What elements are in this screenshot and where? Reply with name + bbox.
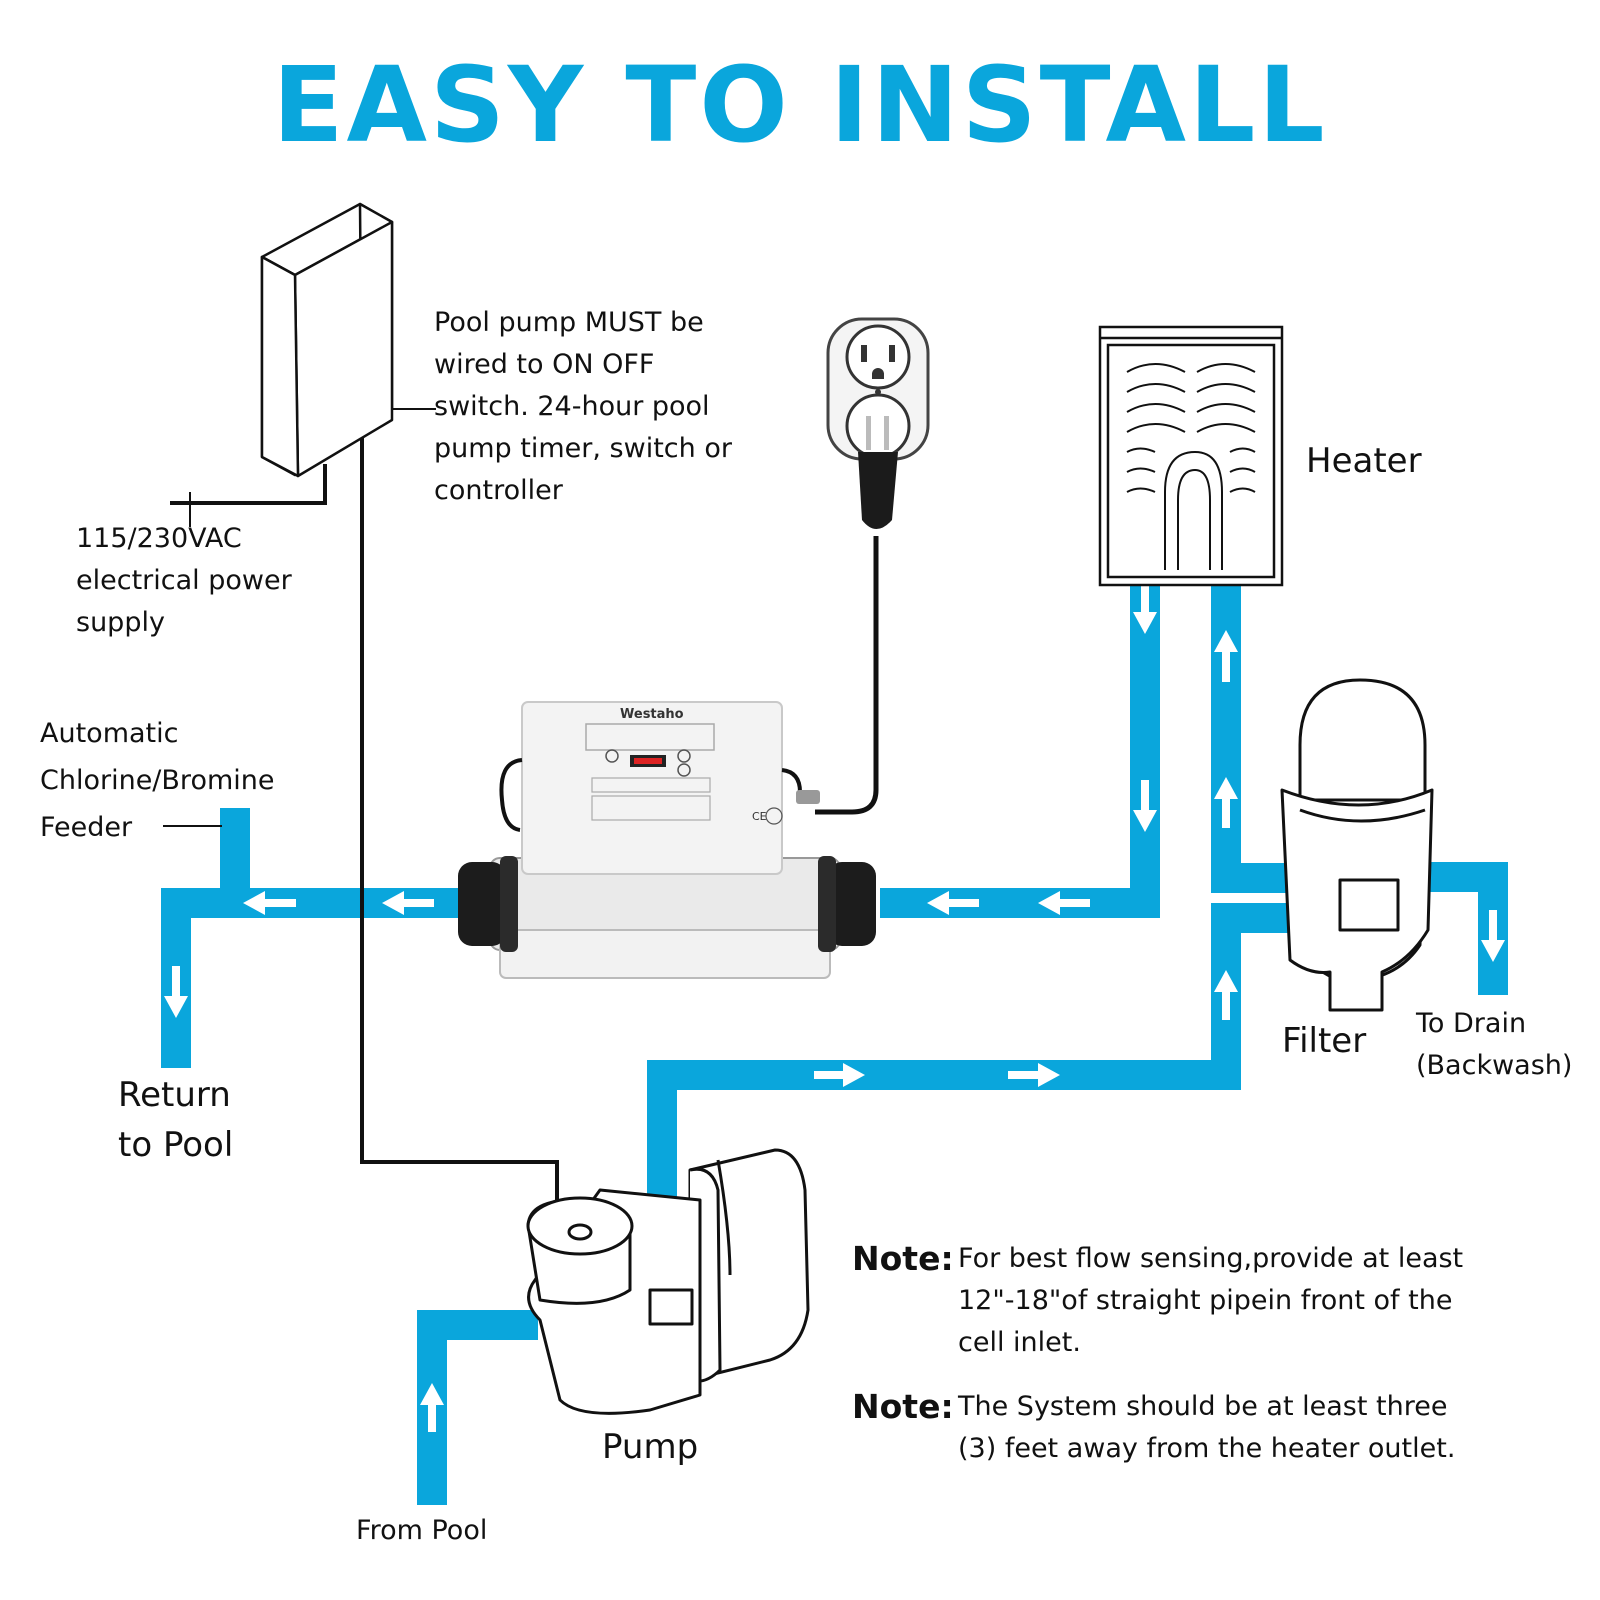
flow-arrow-icon [420,1383,444,1432]
switch-note-line: pump timer, switch or [434,433,732,464]
flow-arrow-icon [1133,780,1157,832]
switch-note-line: switch. 24-hour pool [434,391,710,422]
power-supply-line: 115/230VAC [76,523,242,554]
wiring [163,408,879,1202]
flow-arrow-icon [1214,630,1238,682]
flow-arrow-icon [1481,910,1505,962]
flow-arrow-icon [927,891,979,915]
heater-label: Heater [1306,441,1422,481]
feeder-line: Automatic [40,718,179,749]
pump-icon [526,1148,810,1415]
note-line: cell inlet. [958,1327,1081,1358]
flow-arrow-icon [1038,891,1090,915]
pump-label: Pump [602,1427,699,1467]
feeder-line: Chlorine/Bromine [40,765,275,796]
note-text: For best flow sensing,provide at least 1… [958,1238,1463,1364]
plug-icon [858,416,898,529]
power-wire [170,464,327,505]
switch-box-icon [260,202,394,478]
note-flow-sensing: Note: For best flow sensing,provide at l… [852,1238,1512,1364]
switch-note-line: wired to ON OFF [434,349,655,380]
switch-note-line: controller [434,475,563,506]
filter-label: Filter [1282,1021,1367,1061]
note-key: Note: [852,1239,954,1278]
power-supply-label: 115/230VAC electrical power supply [76,518,292,644]
pipe-cell-to-return [161,888,460,1068]
return-line: Return [118,1075,231,1115]
cell-cord [815,536,879,815]
switch-note-line: Pool pump MUST be [434,307,704,338]
flow-arrow-icon [1133,582,1157,634]
flow-arrow-icon [1008,1063,1060,1087]
return-to-pool-label: Return to Pool [118,1070,233,1170]
pipe-pump-to-filter [647,903,1290,1212]
flow-arrow-icon [164,966,188,1018]
flow-arrow-icon [243,891,296,915]
svg-text:CE: CE [752,810,767,823]
heater-icon [1098,325,1284,587]
power-supply-line: electrical power [76,565,292,596]
filter-icon [1280,678,1434,1012]
feeder-label: Automatic Chlorine/Bromine Feeder [40,710,274,851]
note-line: 12"-18"of straight pipein front of the [958,1285,1453,1316]
note-line: The System should be at least three [958,1391,1448,1422]
note-text: The System should be at least three (3) … [958,1386,1455,1470]
pipe-from-pool [417,1310,538,1505]
flow-arrow-icon [1214,777,1238,828]
to-drain-line: To Drain [1416,1008,1527,1039]
feeder-line: Feeder [40,812,133,843]
pump-wire [360,438,559,1202]
flow-arrow-icon [382,891,434,915]
device-brand: Westaho [620,707,684,722]
to-drain-line: (Backwash) [1416,1050,1573,1081]
flow-arrows [164,582,1505,1432]
flow-arrow-icon [1214,970,1238,1020]
note-heater-distance: Note: The System should be at least thre… [852,1386,1512,1470]
chlorinator-icon: CE [458,701,876,979]
from-pool-label: From Pool [356,1515,488,1546]
page-title: EASY TO INSTALL [272,44,1328,166]
note-line: (3) feet away from the heater outlet. [958,1433,1456,1464]
flow-arrow-icon [814,1063,865,1087]
note-line: For best flow sensing,provide at least [958,1243,1464,1274]
return-line: to Pool [118,1125,234,1165]
switch-note: Pool pump MUST be wired to ON OFF switch… [434,302,732,512]
power-supply-line: supply [76,607,165,638]
outlet-icon [826,317,930,461]
note-key: Note: [852,1387,954,1426]
pipe-filter-to-heater [1190,530,1290,893]
to-drain-label: To Drain (Backwash) [1416,1003,1572,1087]
